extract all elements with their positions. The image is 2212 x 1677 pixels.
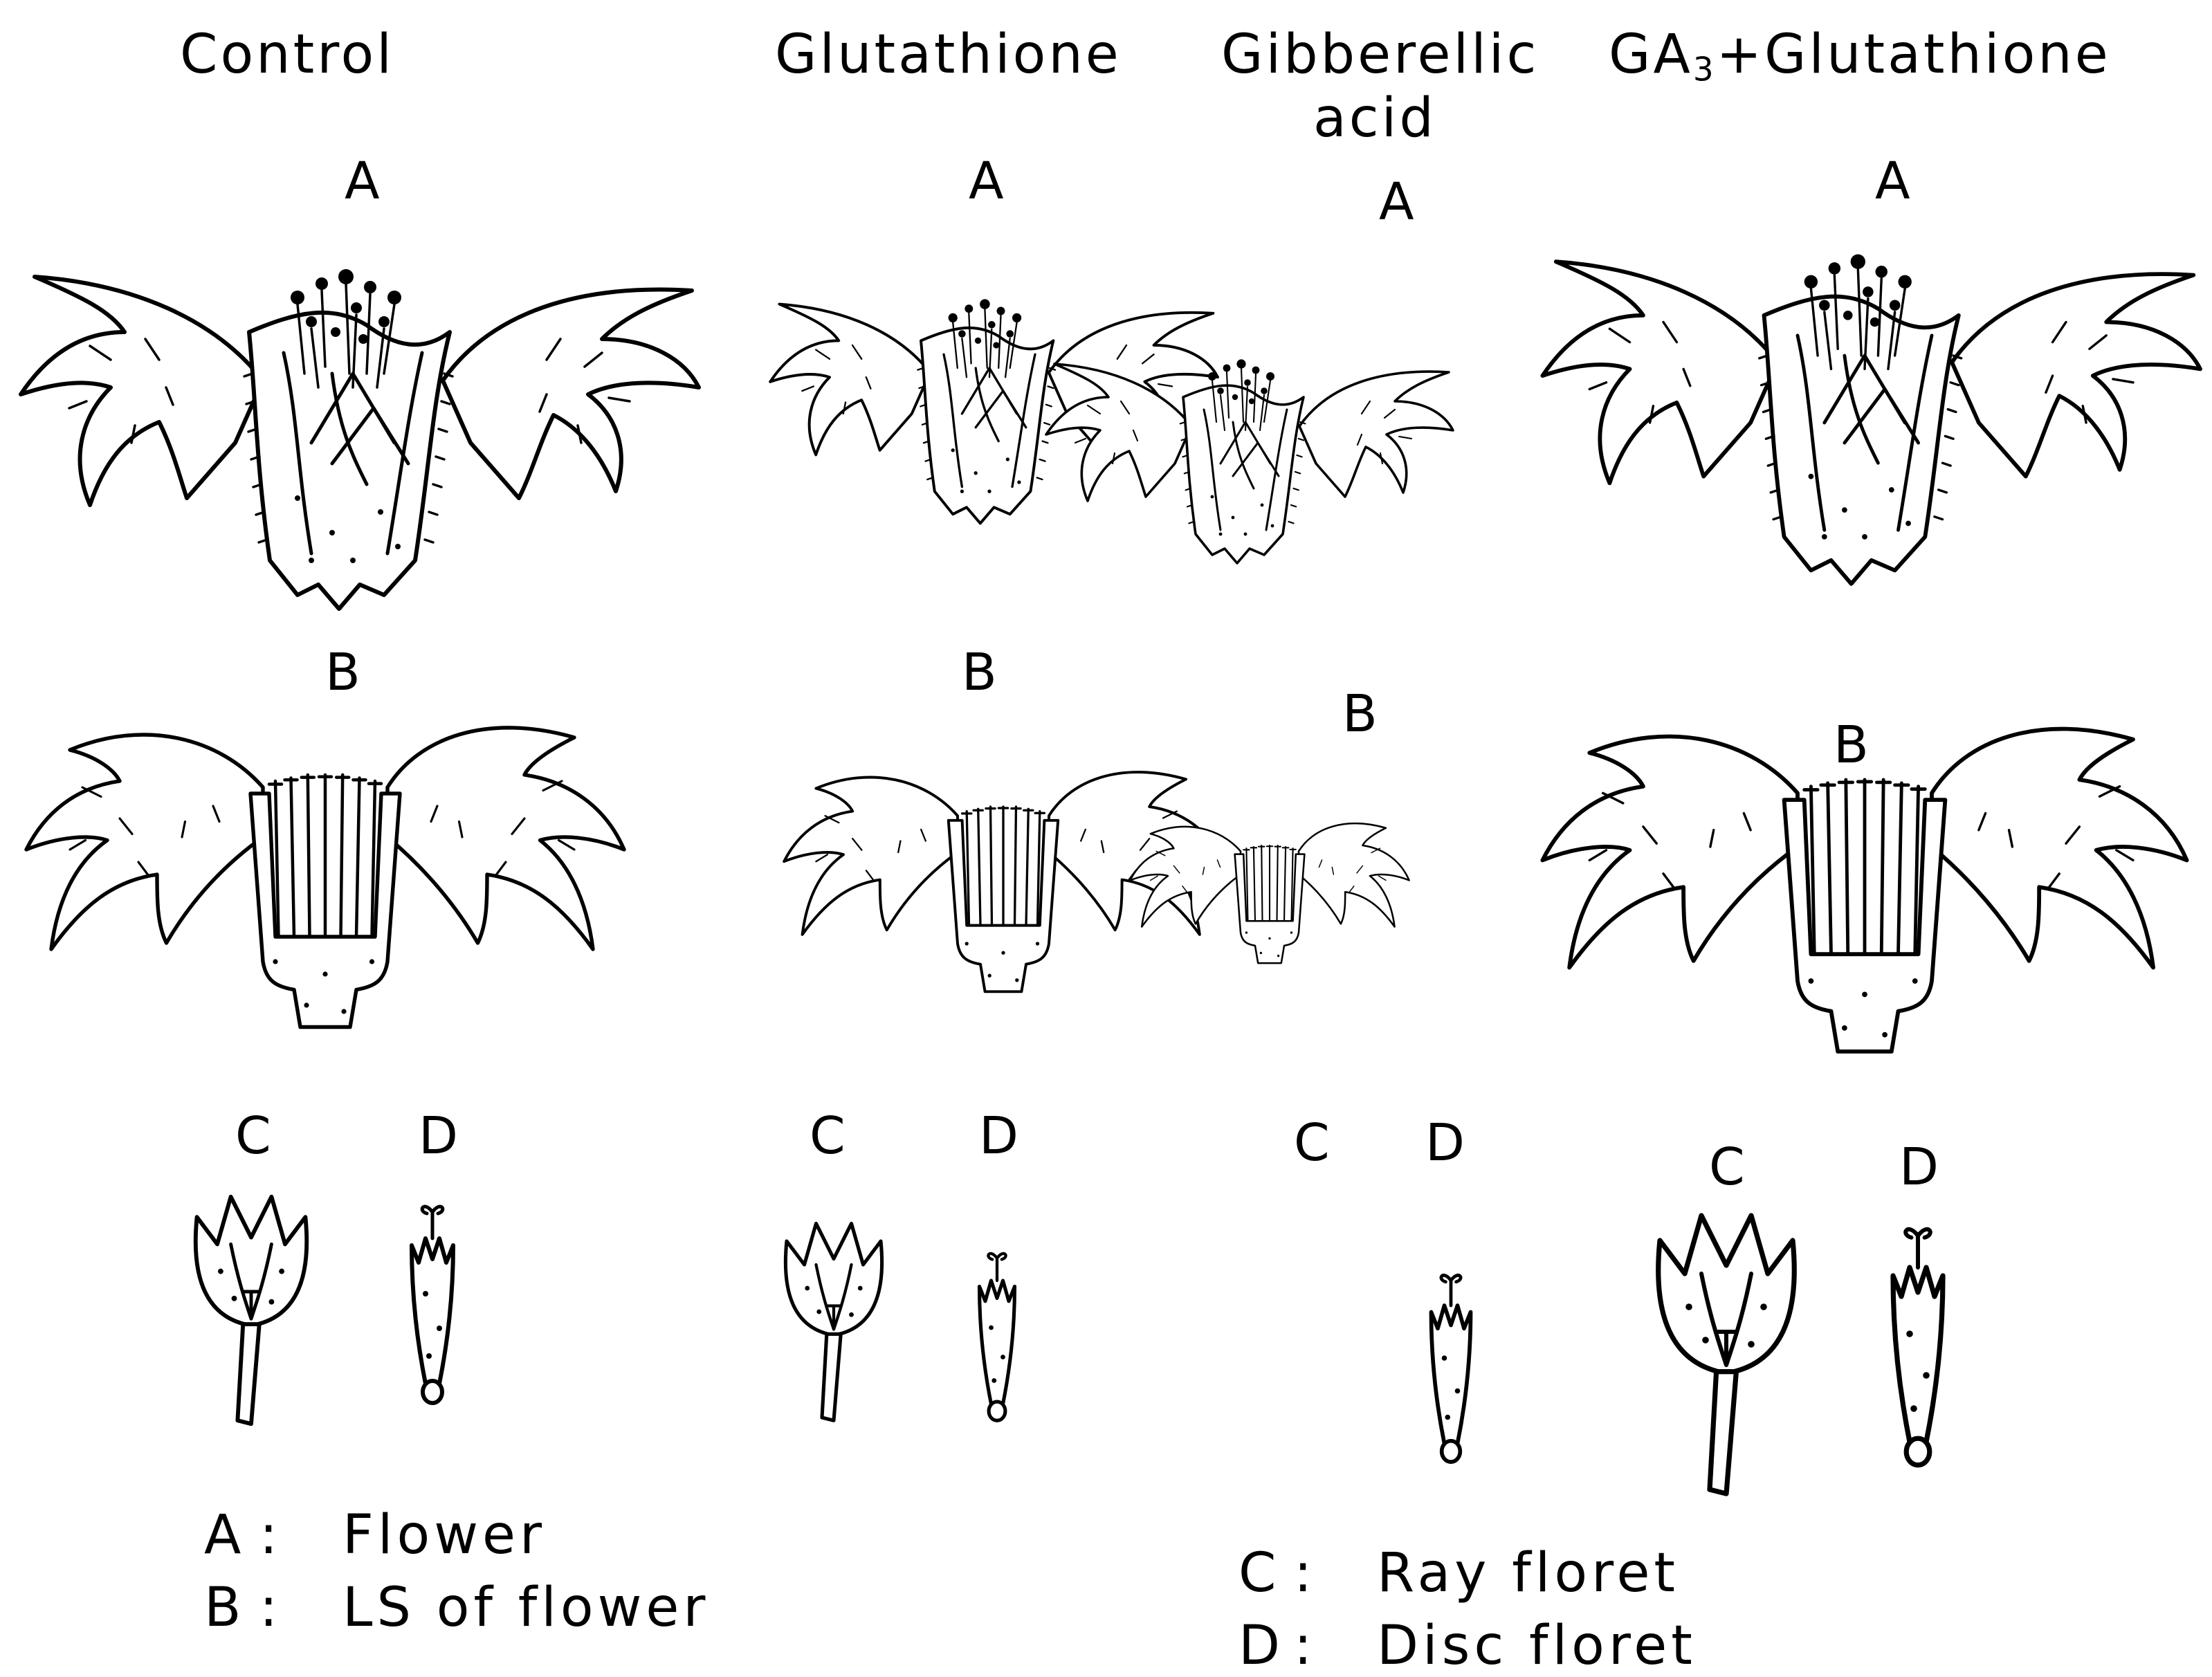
disc-floret-drawing-control	[412, 1207, 453, 1403]
flower-drawing-control	[21, 269, 699, 609]
flower-section-drawing-ga3-glutathione	[1542, 729, 2186, 1052]
flower-drawing-ga3-glutathione	[1542, 255, 2200, 584]
ray-floret-drawing-ga3-glutathione	[1658, 1216, 1795, 1494]
disc-floret-drawing-ga3-glutathione	[1893, 1229, 1943, 1465]
disc-floret-drawing-gibberellic-acid	[1432, 1275, 1471, 1462]
disc-floret-drawing-glutathione	[980, 1254, 1015, 1420]
flower-section-drawing-glutathione	[784, 772, 1223, 991]
flower-section-drawing-control	[26, 728, 624, 1027]
ray-floret-drawing-control	[196, 1197, 307, 1424]
flower-drawing-gibberellic-acid	[1046, 359, 1453, 563]
ray-floret-drawing-glutathione	[785, 1224, 881, 1421]
flower-section-drawing-gibberellic-acid	[1130, 823, 1409, 963]
